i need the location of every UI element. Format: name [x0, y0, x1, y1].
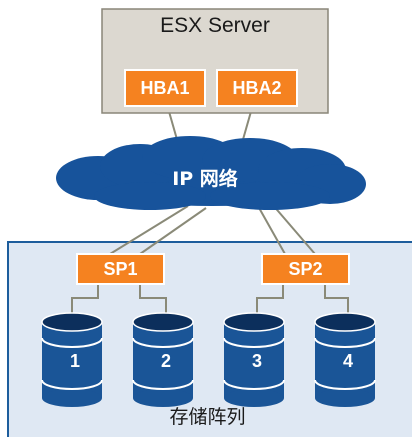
disk-1-label: 1 [69, 350, 80, 371]
link-cloud-sp1-b [139, 207, 207, 255]
disk-body [315, 322, 375, 398]
sp1-label: SP1 [103, 258, 138, 279]
disk-band [132, 337, 194, 348]
storage-array-title: 存储阵列 [169, 405, 246, 428]
disk-4 [314, 312, 376, 407]
disk-body [133, 322, 193, 398]
link-cloud-sp2-a [257, 205, 286, 255]
disk-band [41, 337, 103, 348]
disk-4-label: 4 [342, 350, 353, 371]
hba2-box [216, 69, 298, 107]
disk-top [41, 312, 103, 332]
sp2-box [261, 253, 350, 285]
hba1-box [124, 69, 206, 107]
disk-3-label: 3 [251, 350, 262, 371]
disk-3 [223, 312, 285, 407]
link-sp1-disk2 [139, 284, 167, 316]
ip-network-cloud [56, 136, 366, 210]
disk-band [314, 379, 376, 390]
sp2-label: SP2 [288, 258, 323, 279]
cloud-lobe [210, 182, 330, 210]
disk-band [223, 379, 285, 390]
disk-band [223, 337, 285, 348]
disk-2 [132, 312, 194, 407]
link-cloud-sp2-b [271, 203, 316, 255]
disk-bottom [224, 389, 284, 407]
disk-bottom [42, 389, 102, 407]
disk-bottom [133, 389, 193, 407]
link-sp1-disk1 [71, 284, 99, 316]
disk-body [224, 322, 284, 398]
hba1-label: HBA1 [140, 77, 190, 98]
disk-band [314, 337, 376, 348]
disk-band [132, 379, 194, 390]
disk-top [223, 312, 285, 332]
cloud-lobe [94, 182, 206, 210]
link-cloud-sp1-a [109, 205, 189, 255]
disk-top [314, 312, 376, 332]
disk-1 [41, 312, 103, 407]
ip-network-label: IP 网络 [172, 167, 238, 190]
disk-body [42, 322, 102, 398]
disk-top [132, 312, 194, 332]
disk-2-label: 2 [160, 350, 171, 371]
disk-bottom [315, 389, 375, 407]
link-sp2-disk4 [324, 284, 349, 316]
disk-band [41, 379, 103, 390]
sp1-box [76, 253, 165, 285]
hba2-label: HBA2 [232, 77, 282, 98]
link-sp2-disk3 [256, 284, 284, 316]
esx-server-title: ESX Server [160, 14, 270, 37]
